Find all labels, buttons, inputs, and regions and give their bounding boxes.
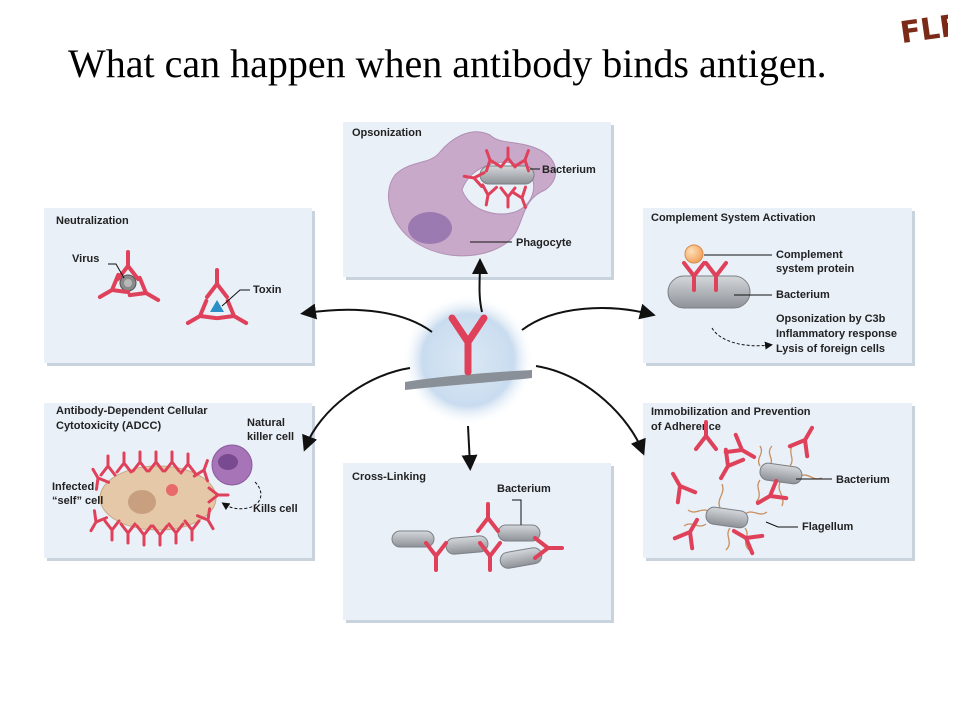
arrows bbox=[300, 258, 656, 471]
label-nk-line1: Natural bbox=[247, 417, 285, 429]
infected-cell-nucleus bbox=[128, 490, 156, 514]
panel-adcc-title-line2: Cytotoxicity (ADCC) bbox=[56, 420, 161, 432]
label-phagocyte: Phagocyte bbox=[516, 237, 572, 249]
complement-outcome: Opsonization by C3b bbox=[776, 313, 886, 325]
complement-outcome: Inflammatory response bbox=[776, 328, 897, 340]
center-antibody-group bbox=[402, 294, 534, 426]
label-kills-cell: Kills cell bbox=[253, 503, 298, 515]
label-complement-line2: system protein bbox=[776, 263, 855, 275]
label-bacterium-immobilization: Bacterium bbox=[836, 474, 890, 486]
panel-immobilization-title-line1: Immobilization and Prevention bbox=[651, 406, 811, 418]
panel-complement: Complement System Activation Complement … bbox=[643, 208, 915, 366]
panel-opsonization-title: Opsonization bbox=[352, 127, 422, 139]
bacterium-crosslink bbox=[497, 524, 541, 542]
label-infected-line1: Infected bbox=[52, 481, 94, 493]
flex-logo-text: FLEX bbox=[898, 8, 948, 50]
panel-opsonization: Opsonization Bacterium Phagocyte bbox=[343, 122, 614, 280]
complement-outcome: Lysis of foreign cells bbox=[776, 343, 885, 355]
label-infected-line2: “self” cell bbox=[52, 495, 103, 507]
label-virus: Virus bbox=[72, 253, 99, 265]
panel-immobilization: Immobilization and Prevention of Adheren… bbox=[643, 403, 915, 561]
panel-immobilization-title-line2: of Adherence bbox=[651, 421, 721, 433]
center-antibody bbox=[448, 314, 488, 376]
panel-crosslinking-title: Cross-Linking bbox=[352, 471, 426, 483]
complement-protein bbox=[684, 244, 704, 264]
bacterium-immobilization bbox=[705, 506, 749, 529]
panel-adcc-title-line1: Antibody-Dependent Cellular bbox=[56, 405, 208, 417]
flex-logo: FLEX bbox=[898, 8, 948, 50]
panel-neutralization-title: Neutralization bbox=[56, 215, 129, 227]
panel-neutralization: Neutralization Virus Toxin bbox=[44, 208, 315, 366]
bacterium-complement bbox=[667, 275, 751, 309]
panel-adcc: Antibody-Dependent Cellular Cytotoxicity… bbox=[44, 403, 315, 561]
bacterium-immobilization bbox=[759, 462, 803, 485]
label-nk-line2: killer cell bbox=[247, 431, 294, 443]
label-bacterium-opsonization: Bacterium bbox=[542, 164, 596, 176]
cell-membrane bbox=[405, 370, 532, 390]
label-toxin: Toxin bbox=[253, 284, 282, 296]
bacterium-crosslink bbox=[445, 535, 489, 555]
label-flagellum: Flagellum bbox=[802, 521, 854, 533]
panel-neutralization-bg bbox=[44, 208, 312, 363]
panel-crosslinking: Cross-Linking Bacterium bbox=[343, 463, 614, 623]
label-complement-line1: Complement bbox=[776, 249, 843, 261]
viral-antigen bbox=[166, 484, 178, 496]
panel-complement-title: Complement System Activation bbox=[651, 212, 816, 224]
label-bacterium-crosslink: Bacterium bbox=[497, 483, 551, 495]
toxin bbox=[210, 300, 224, 312]
page-title: What can happen when antibody binds anti… bbox=[68, 41, 827, 86]
label-bacterium-complement: Bacterium bbox=[776, 289, 830, 301]
bacterium-crosslink bbox=[391, 530, 435, 548]
phagocyte-nucleus bbox=[408, 212, 452, 244]
